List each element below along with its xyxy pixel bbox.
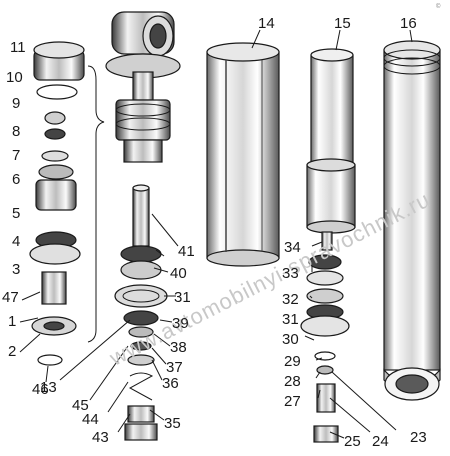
callout-33: 33 bbox=[282, 265, 299, 282]
outer-reservoir-tube-14 bbox=[206, 42, 280, 267]
callout-43: 43 bbox=[92, 429, 109, 446]
callout-36: 36 bbox=[162, 375, 179, 392]
callout-14: 14 bbox=[258, 15, 275, 32]
callout-5: 5 bbox=[12, 205, 20, 222]
callout-15: 15 bbox=[334, 15, 351, 32]
callout-32: 32 bbox=[282, 291, 299, 308]
callout-10: 10 bbox=[6, 69, 23, 86]
callout-9: 9 bbox=[12, 95, 20, 112]
callout-41: 41 bbox=[178, 243, 195, 260]
working-cylinder-15 bbox=[306, 48, 356, 234]
callout-4: 4 bbox=[12, 233, 20, 250]
callout-7: 7 bbox=[12, 147, 20, 164]
rod-assembly bbox=[105, 11, 181, 441]
callout-2: 2 bbox=[8, 343, 16, 360]
callout-44: 44 bbox=[82, 411, 99, 428]
callout-35: 35 bbox=[164, 415, 181, 432]
callout-1: 1 bbox=[8, 313, 16, 330]
callout-16: 16 bbox=[400, 15, 417, 32]
callout-40: 40 bbox=[170, 265, 187, 282]
callout-30: 30 bbox=[282, 331, 299, 348]
valve-column-right bbox=[300, 231, 350, 443]
callout-25: 25 bbox=[344, 433, 361, 450]
callout-39: 39 bbox=[172, 315, 189, 332]
callout-29: 29 bbox=[284, 353, 301, 370]
callout-34: 34 bbox=[284, 239, 301, 256]
housing-16 bbox=[383, 40, 441, 401]
callout-47: 47 bbox=[2, 289, 19, 306]
callout-38: 38 bbox=[170, 339, 187, 356]
callout-8: 8 bbox=[12, 123, 20, 140]
callout-31-center: 31 bbox=[174, 289, 191, 306]
callout-numbers: 11 10 9 8 7 6 5 4 3 47 1 2 46 13 45 44 4… bbox=[2, 15, 427, 450]
leader-lines bbox=[19, 29, 413, 439]
callout-45: 45 bbox=[72, 397, 89, 414]
callout-28: 28 bbox=[284, 373, 301, 390]
callout-23: 23 bbox=[410, 429, 427, 446]
callout-37: 37 bbox=[166, 359, 183, 376]
compression-valve-column bbox=[29, 41, 85, 366]
assembly-brace bbox=[87, 65, 105, 343]
callout-27: 27 bbox=[284, 393, 301, 410]
copyright-mark: © bbox=[436, 3, 441, 10]
callout-13: 13 bbox=[40, 379, 57, 396]
callout-46: 46 bbox=[32, 381, 49, 398]
callout-24: 24 bbox=[372, 433, 389, 450]
callout-6: 6 bbox=[12, 171, 20, 188]
callout-31-right: 31 bbox=[282, 311, 299, 328]
callout-11: 11 bbox=[10, 39, 26, 56]
callout-3: 3 bbox=[12, 261, 20, 278]
